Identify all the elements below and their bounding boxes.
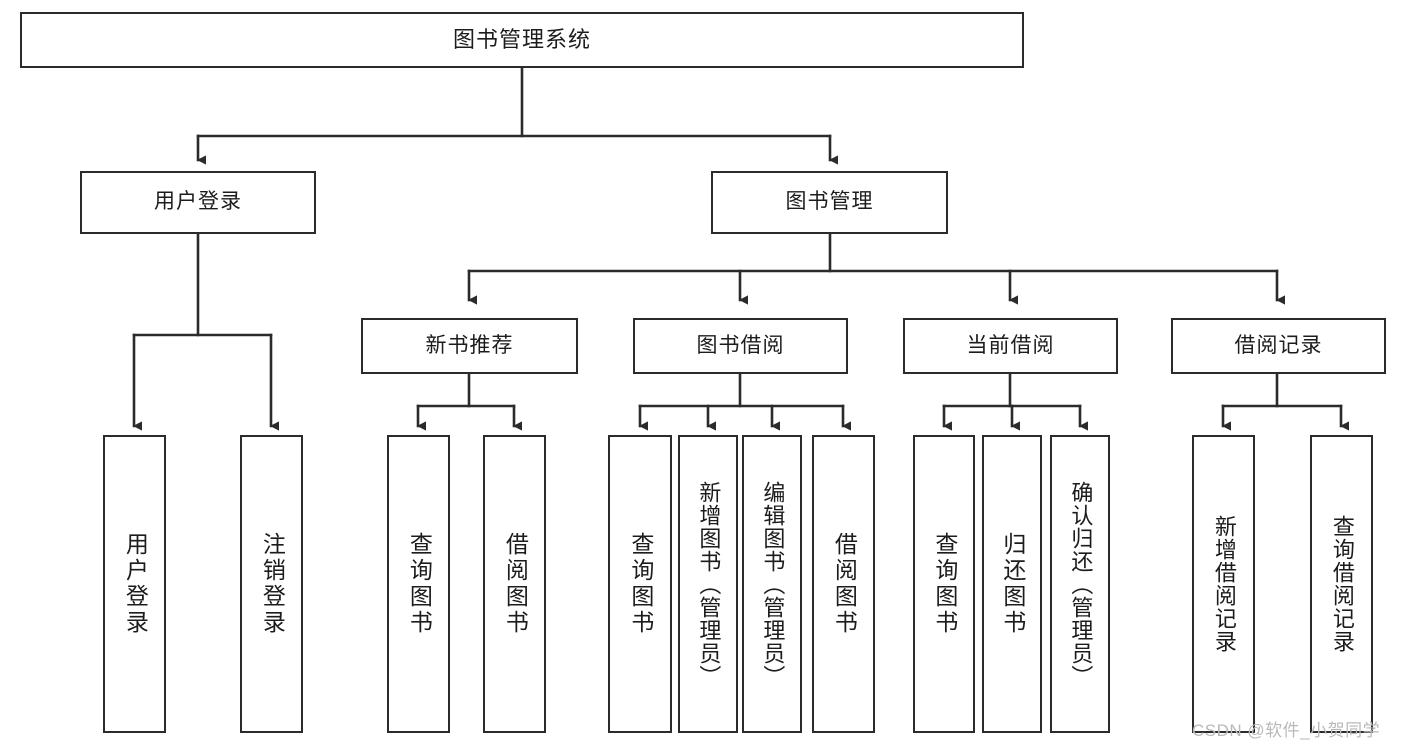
node-leaf-logout[interactable]: 注销登录	[240, 435, 303, 733]
node-user-login[interactable]: 用户登录	[80, 171, 316, 234]
node-leaf-query-book-3[interactable]: 查询图书	[913, 435, 975, 733]
node-leaf-edit-book-label: 编辑图书（管理员）	[760, 480, 786, 688]
node-leaf-add-record[interactable]: 新增借阅记录	[1192, 435, 1255, 733]
node-leaf-query-book-2-label: 查询图书	[627, 532, 654, 636]
node-new-book-rec[interactable]: 新书推荐	[361, 318, 578, 374]
node-leaf-user-login-label: 用户登录	[122, 532, 149, 636]
node-leaf-edit-book[interactable]: 编辑图书（管理员）	[742, 435, 802, 733]
node-leaf-add-book-label: 新增图书（管理员）	[696, 480, 722, 688]
node-leaf-borrow-book-2-label: 借阅图书	[831, 532, 858, 636]
node-new-book-rec-label: 新书推荐	[425, 333, 514, 357]
node-current-borrow[interactable]: 当前借阅	[903, 318, 1118, 374]
csdn-watermark: CSDN @软件_小贺同学	[1192, 721, 1381, 740]
node-leaf-confirm-return[interactable]: 确认归还（管理员）	[1050, 435, 1110, 733]
node-leaf-borrow-book-1[interactable]: 借阅图书	[483, 435, 546, 733]
node-book-borrow-label: 图书借阅	[696, 333, 785, 357]
node-book-manage-label: 图书管理	[785, 190, 874, 214]
node-leaf-query-book-3-label: 查询图书	[931, 532, 958, 636]
node-book-borrow[interactable]: 图书借阅	[633, 318, 848, 374]
node-root-label: 图书管理系统	[452, 27, 591, 53]
node-leaf-add-book[interactable]: 新增图书（管理员）	[678, 435, 738, 733]
node-leaf-add-record-label: 新增借阅记录	[1211, 515, 1237, 653]
node-leaf-query-book-1[interactable]: 查询图书	[387, 435, 450, 733]
node-leaf-borrow-book-2[interactable]: 借阅图书	[812, 435, 875, 733]
node-leaf-query-record[interactable]: 查询借阅记录	[1310, 435, 1373, 733]
node-root[interactable]: 图书管理系统	[20, 12, 1024, 68]
node-leaf-logout-label: 注销登录	[259, 532, 286, 636]
node-leaf-query-record-label: 查询借阅记录	[1329, 515, 1355, 653]
node-borrow-record-label: 借阅记录	[1234, 333, 1323, 357]
node-leaf-borrow-book-1-label: 借阅图书	[502, 532, 529, 636]
node-leaf-query-book-1-label: 查询图书	[406, 532, 433, 636]
node-current-borrow-label: 当前借阅	[966, 333, 1055, 357]
node-leaf-return-book[interactable]: 归还图书	[982, 435, 1042, 733]
node-book-manage[interactable]: 图书管理	[711, 171, 948, 234]
node-leaf-confirm-return-label: 确认归还（管理员）	[1068, 480, 1094, 688]
node-leaf-query-book-2[interactable]: 查询图书	[608, 435, 672, 733]
node-borrow-record[interactable]: 借阅记录	[1171, 318, 1386, 374]
node-leaf-return-book-label: 归还图书	[999, 532, 1026, 636]
node-user-login-label: 用户登录	[154, 190, 242, 214]
node-leaf-user-login[interactable]: 用户登录	[103, 435, 166, 733]
